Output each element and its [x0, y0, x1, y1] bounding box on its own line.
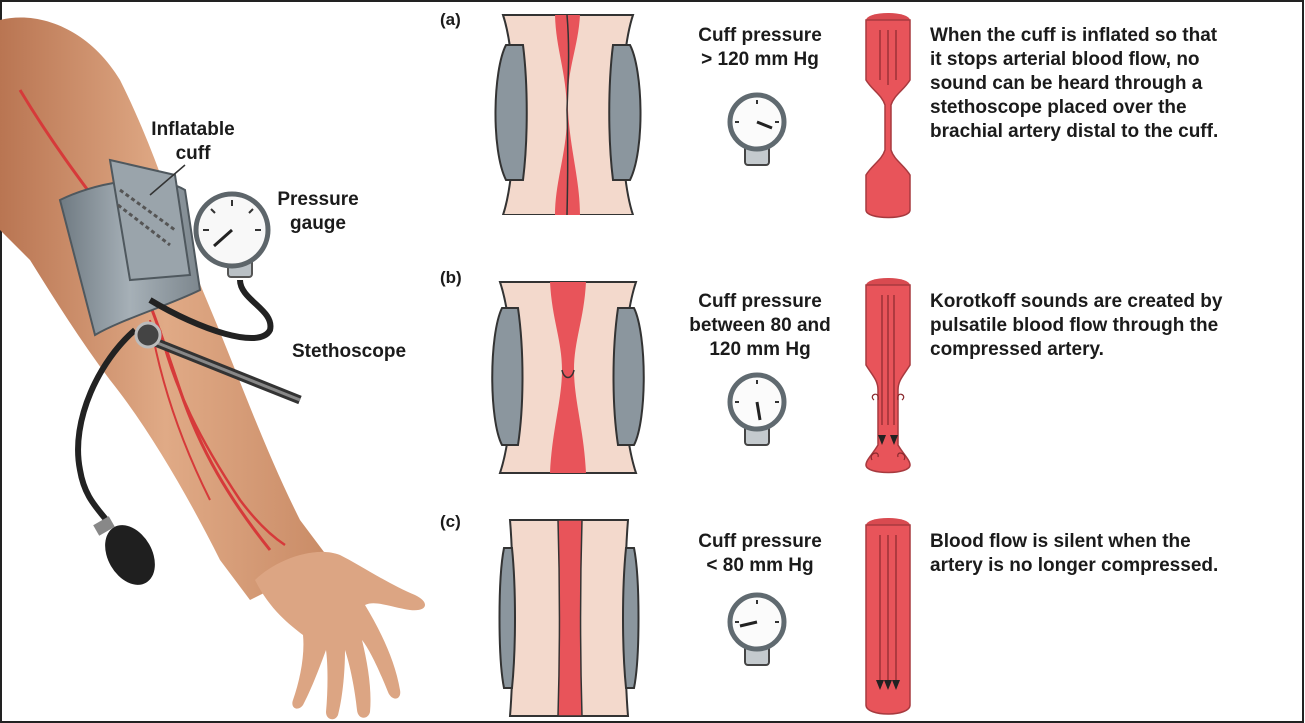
panel-c-description: Blood flow is silent when the artery is … — [930, 530, 1218, 578]
panel-b-desc-line-3: compressed artery. — [930, 338, 1222, 362]
panel-b-artery-tube — [858, 275, 918, 475]
label-gauge-line-1: Pressure — [262, 188, 374, 212]
panel-c-cross-section — [488, 518, 648, 718]
panel-a-pressure: Cuff pressure > 120 mm Hg — [660, 24, 860, 72]
panel-c-pressure-line-1: Cuff pressure — [660, 530, 860, 554]
pressure-gauge-icon — [196, 194, 268, 277]
panel-c-pressure: Cuff pressure < 80 mm Hg — [660, 530, 860, 578]
panel-a-pressure-line-1: Cuff pressure — [660, 24, 860, 48]
panel-b-desc-line-1: Korotkoff sounds are created by — [930, 290, 1222, 314]
label-pressure-gauge: Pressure gauge — [262, 188, 374, 236]
panel-b-desc-line-2: pulsatile blood flow through the — [930, 314, 1222, 338]
panel-a-cuff-right — [609, 45, 640, 180]
label-cuff-line-1: Inflatable — [138, 118, 248, 142]
panel-c-desc-line-1: Blood flow is silent when the — [930, 530, 1218, 554]
panel-b-pressure: Cuff pressure between 80 and 120 mm Hg — [660, 290, 860, 362]
label-stethoscope: Stethoscope — [292, 340, 406, 364]
panel-a-desc-line-5: brachial artery distal to the cuff. — [930, 120, 1218, 144]
panel-a-desc-line-4: stethoscope placed over the — [930, 96, 1218, 120]
panel-b-cuff-left — [492, 308, 522, 445]
panel-c-cuff-left — [500, 548, 516, 688]
panel-a-cross-section — [488, 10, 648, 215]
panel-a-pressure-line-2: > 120 mm Hg — [660, 48, 860, 72]
panel-c-cuff-right — [623, 548, 639, 688]
panel-a-artery-tube — [858, 10, 918, 220]
panel-c-desc-line-2: artery is no longer compressed. — [930, 554, 1218, 578]
panel-c-artery — [558, 520, 582, 716]
panel-b-description: Korotkoff sounds are created by pulsatil… — [930, 290, 1222, 362]
panel-c-artery-tube — [858, 515, 918, 715]
panel-b-cross-section — [488, 280, 648, 475]
panel-c-gauge-icon — [722, 590, 792, 670]
panel-a-gauge-icon — [722, 90, 792, 170]
stethoscope-head — [136, 323, 160, 347]
panel-a-description: When the cuff is inflated so that it sto… — [930, 24, 1218, 144]
label-cuff-line-2: cuff — [138, 142, 248, 166]
panel-a-desc-line-2: it stops arterial blood flow, no — [930, 48, 1218, 72]
panel-b-pressure-line-1: Cuff pressure — [660, 290, 860, 314]
label-gauge-line-2: gauge — [262, 212, 374, 236]
hand — [255, 552, 425, 719]
panel-b-letter: (b) — [440, 268, 462, 288]
panel-a-desc-line-1: When the cuff is inflated so that — [930, 24, 1218, 48]
panel-c-letter: (c) — [440, 512, 461, 532]
panel-b-pressure-line-3: 120 mm Hg — [660, 338, 860, 362]
panel-b-cuff-right — [614, 308, 644, 445]
panel-a-cuff-left — [495, 45, 526, 180]
panel-a-desc-line-3: sound can be heard through a — [930, 72, 1218, 96]
panel-a-letter: (a) — [440, 10, 461, 30]
panel-c-pressure-line-2: < 80 mm Hg — [660, 554, 860, 578]
panel-b-gauge-icon — [722, 370, 792, 450]
label-inflatable-cuff: Inflatable cuff — [138, 118, 248, 166]
panel-b-pressure-line-2: between 80 and — [660, 314, 860, 338]
